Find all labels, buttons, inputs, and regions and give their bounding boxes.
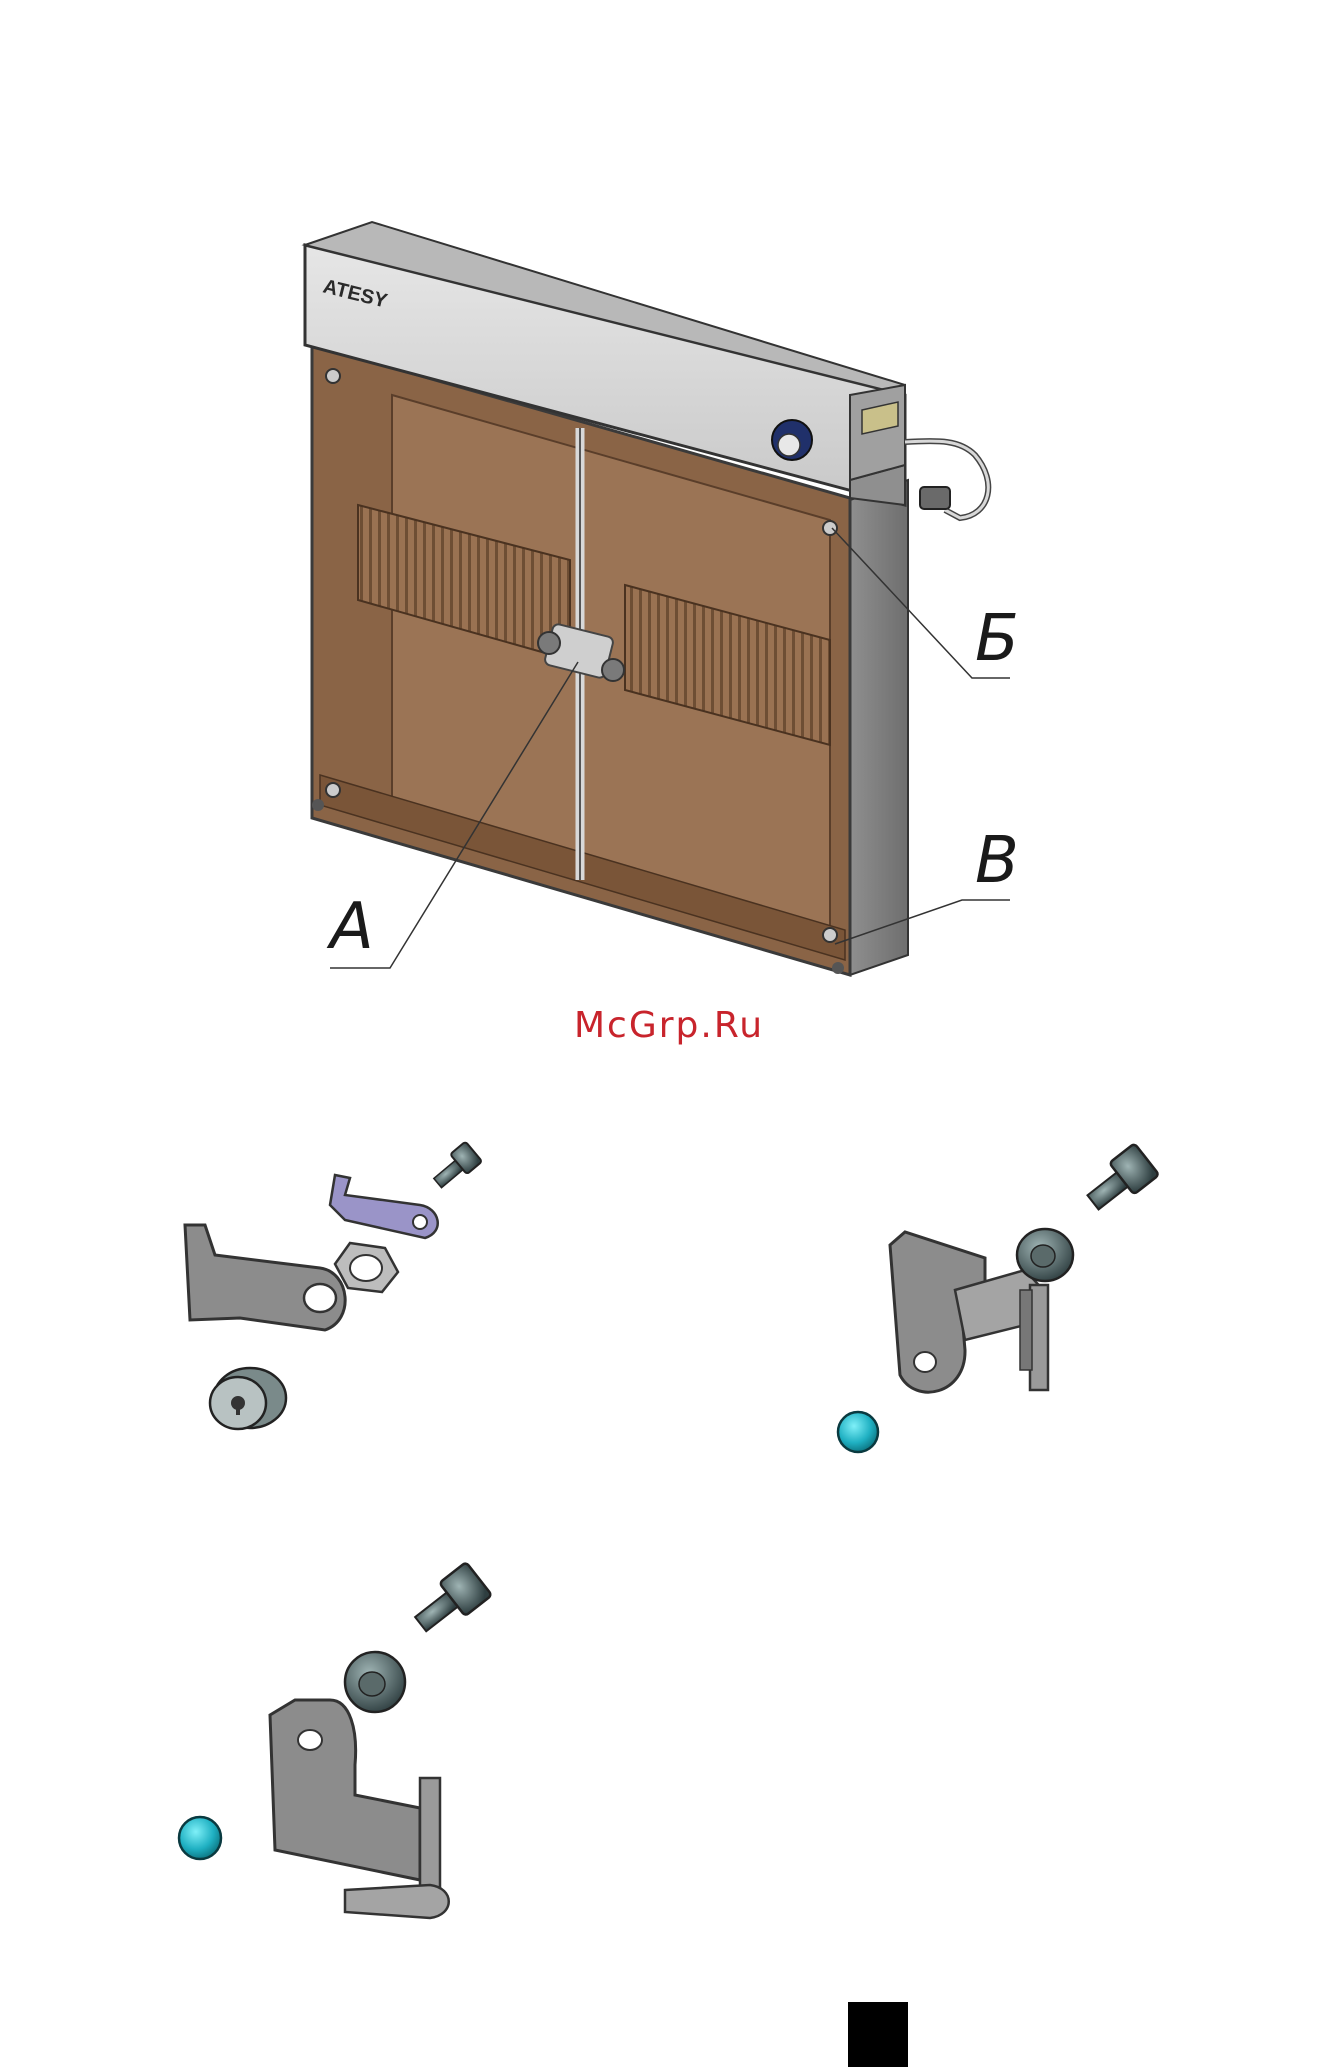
cam-lock-icon <box>185 1141 482 1429</box>
watermark: McGrp.Ru <box>0 1005 1338 1046</box>
cabinet-assembly: ATESY <box>305 222 988 975</box>
control-knob <box>772 420 812 460</box>
callout-v: В <box>975 824 1019 898</box>
cabinet-side <box>850 480 908 975</box>
callout-a: А <box>326 890 374 964</box>
cap-lower <box>179 1817 221 1859</box>
callout-b: Б <box>975 602 1019 676</box>
page-marker <box>848 2002 908 2067</box>
lower-hinge-icon <box>179 1562 492 1918</box>
upper-hinge-icon <box>838 1143 1159 1452</box>
power-cable <box>905 441 988 518</box>
cap-upper <box>838 1412 878 1452</box>
